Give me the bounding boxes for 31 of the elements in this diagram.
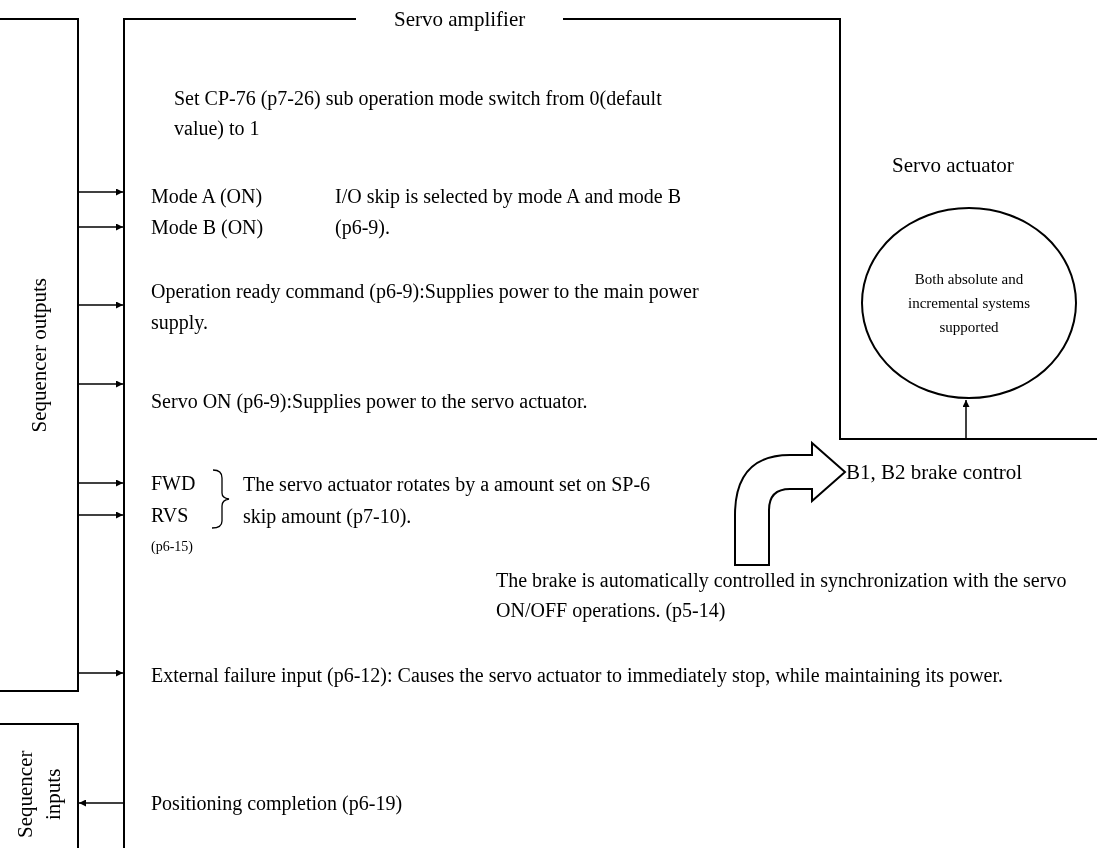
arrow [78,479,124,487]
panel-label: Sequencer inputs [11,749,66,840]
arrow [78,223,124,231]
label-text: External failure input (p6-12): Causes the servo actuator to immediately stop, while maintaining its power. [151,663,1004,689]
note-text: The brake is automatically controlled in synchronization with the servo ON/OFF operations. (p5-14) [496,565,1111,625]
label-text: (p6-15) [151,538,194,556]
arrow [78,380,124,388]
panel-label: Sequencer outputs [25,277,52,433]
curved-block-arrow [734,442,846,566]
label-text: Operation ready command (p6-9):Supplies power to the main power supply. [151,279,700,336]
label-text: The servo actuator rotates by a amount set on SP-6 skip amount (p7-10). [243,472,652,530]
actuator-circle [861,207,1077,399]
arrow [78,188,124,196]
label-text: Mode B (ON) [151,215,265,241]
label-text: Mode A (ON) [151,184,264,210]
label-text: FWD [151,471,197,496]
arrow [78,669,124,677]
label-text: Positioning completion (p6-19) [151,791,404,817]
label-text: Set CP-76 (p7-26) sub operation mode switch from 0(default value) to 1 [174,86,663,142]
bracket-panel [0,723,79,848]
bracket-panel [0,18,79,692]
heading-text: Servo actuator [892,152,1015,179]
arrow [962,399,970,440]
label-text: RVS [151,503,190,528]
circle-label: Both absolute and incremental systems supported [906,270,1032,337]
note-text: B1, B2 brake control [846,457,1086,487]
arrow [78,301,124,309]
arrow [78,799,124,807]
label-text: Servo ON (p6-9):Supplies power to the servo actuator. [151,389,589,415]
arrow [78,511,124,519]
label-text: I/O skip is selected by mode A and mode B (p6-9). [335,184,683,241]
